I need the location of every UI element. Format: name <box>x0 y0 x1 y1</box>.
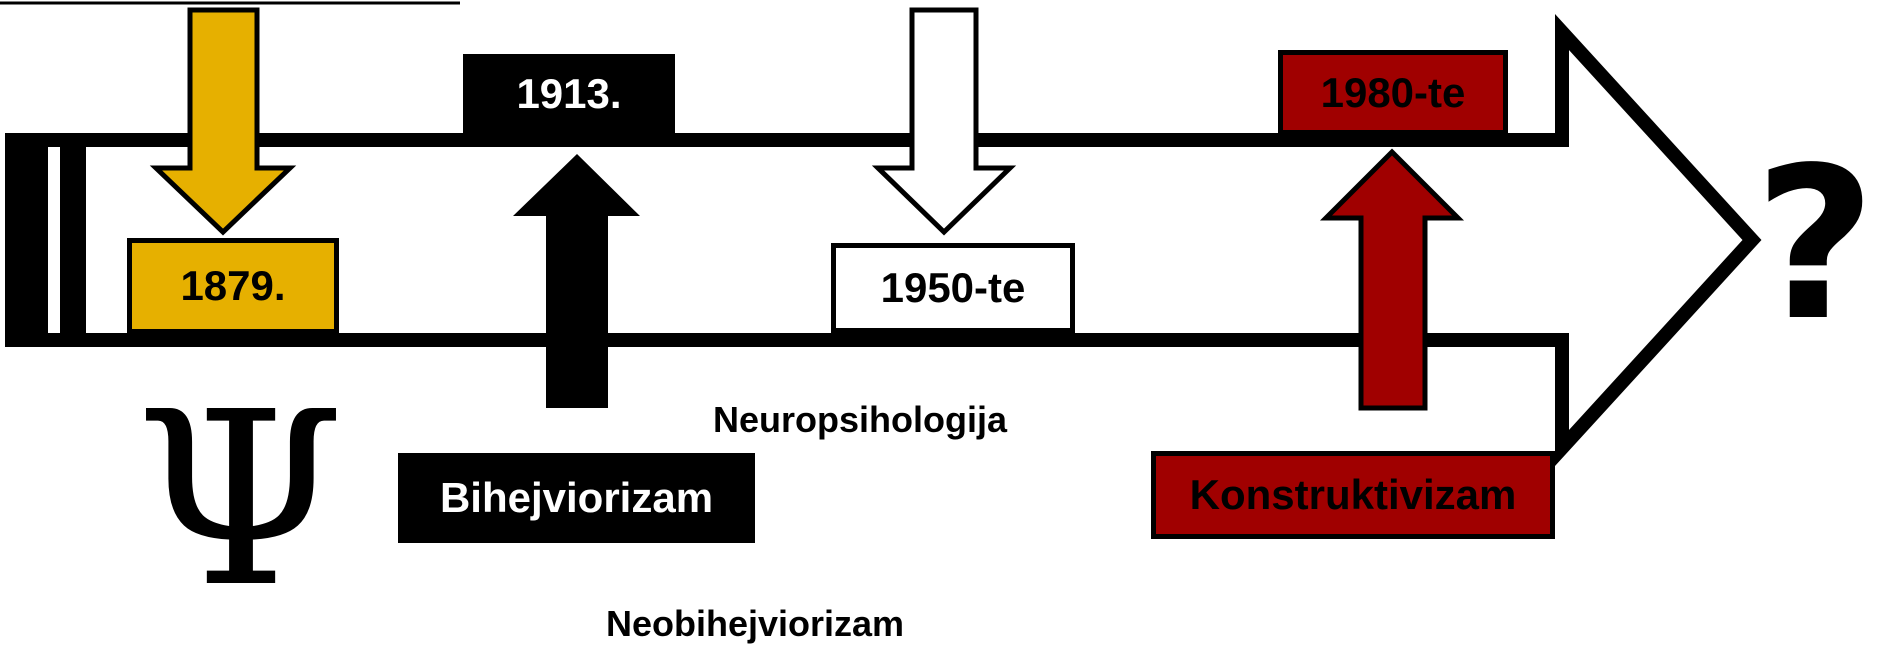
behaviorism-label: Bihejviorizam <box>398 453 755 543</box>
arrow-up-1980 <box>1319 148 1465 411</box>
year-label-1980s: 1980-te <box>1278 50 1508 135</box>
psi-symbol-icon: Ψ <box>134 360 346 640</box>
question-mark-icon: ? <box>1754 122 1876 367</box>
constructivism-label: Konstruktivizam <box>1151 451 1555 539</box>
year-label-1950s: 1950-te <box>831 243 1075 333</box>
start-bar-inner <box>60 140 86 340</box>
year-label-1913: 1913. <box>463 54 675 134</box>
start-bar-outer <box>12 140 48 340</box>
arrow-down-1950 <box>871 7 1017 236</box>
neuropsychology-label: Neuropsihologija <box>712 399 1007 440</box>
arrow-up-1913 <box>513 154 640 408</box>
arrow-down-1879 <box>149 7 297 236</box>
year-label-1879: 1879. <box>127 238 339 334</box>
timeline-arrow <box>5 13 1762 467</box>
neobehaviorism-label: Neobihejviorizam <box>605 603 905 644</box>
